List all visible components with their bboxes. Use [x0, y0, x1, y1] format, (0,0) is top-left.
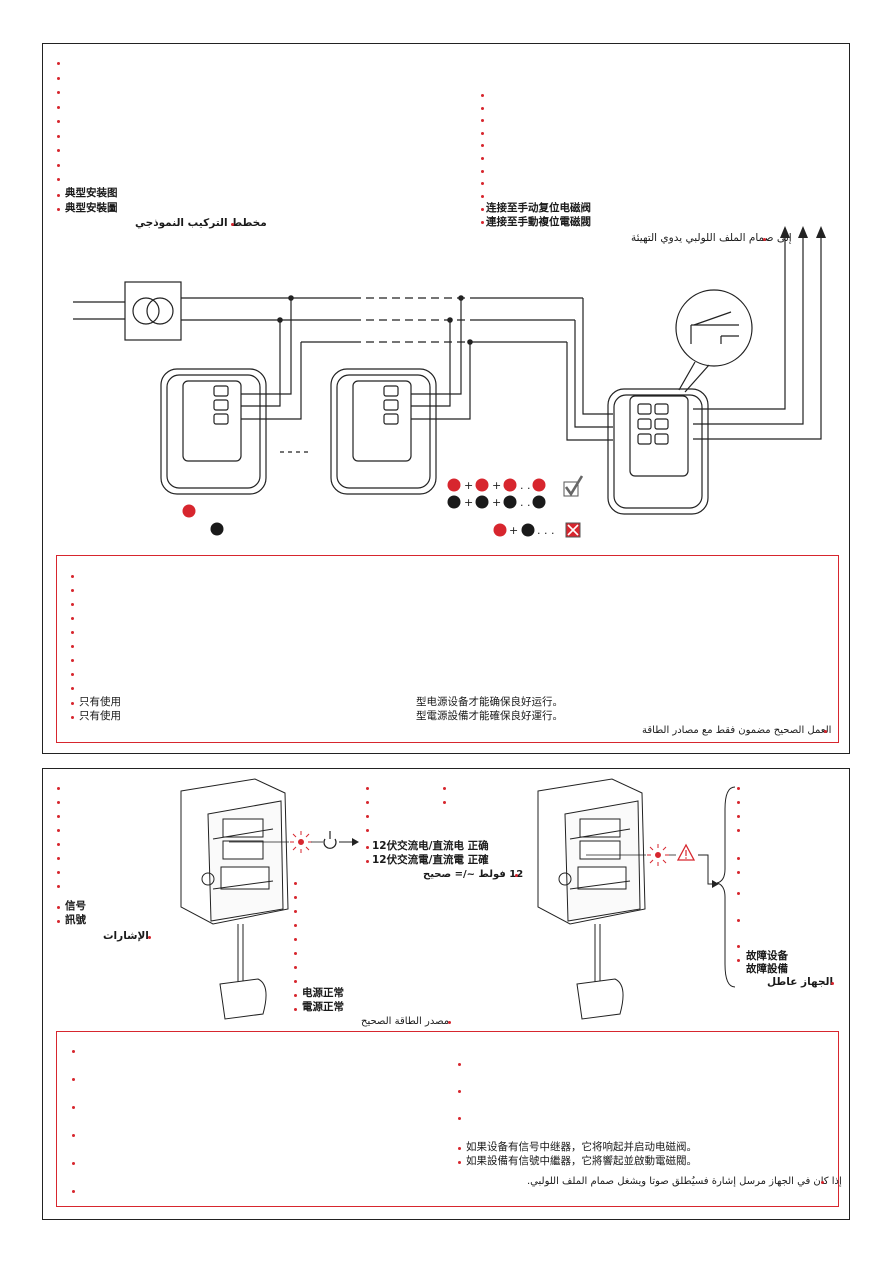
- power-ok-arabic: مصدر الطاقة الصحيح: [361, 1016, 450, 1027]
- panel-signals: 信号 訊號 الإشارات: [42, 768, 850, 1220]
- signal-zh-traditional: 訊號: [65, 914, 86, 926]
- note-box-relay: 如果设备有信号中继器，它将响起并启动电磁阀。 如果設備有信號中繼器，它將響起並啟…: [56, 1031, 842, 1207]
- warning-triangle-icon: [676, 843, 696, 861]
- checkmark-icon: [563, 475, 584, 497]
- note-arabic: العمل الصحيح مضمون فقط مع مصادر الطاقة: [642, 725, 832, 736]
- relay-zh-traditional: 如果設備有信號中繼器，它將響起並啟動電磁閥。: [466, 1155, 697, 1167]
- heading-zh-traditional: 典型安裝圖: [65, 202, 118, 214]
- note-zh-traditional-b: 型電源設備才能確保良好運行。: [416, 710, 563, 722]
- heading-zh-simplified: 典型安装图: [65, 187, 118, 199]
- bus-wires: [181, 297, 613, 441]
- signal-arabic: الإشارات: [103, 930, 149, 942]
- signal-illustration: [180, 778, 736, 1020]
- svg-text:+: +: [464, 479, 473, 492]
- power-ok-zh-traditional: 電源正常: [302, 1001, 344, 1013]
- led-blink-icon: [290, 831, 312, 853]
- note-zh-traditional-a: 只有使用: [79, 710, 121, 722]
- svg-text:. .: . .: [520, 496, 531, 509]
- note-box-power: 只有使用 型电源设备才能确保良好运行。 只有使用 型電源設備才能確保良好運行。 …: [56, 555, 839, 743]
- signal-zh-simplified: 信号: [65, 900, 86, 912]
- supply-zh-traditional: 12伏交流電/直流電 正確: [372, 854, 489, 866]
- connect-zh-traditional: 連接至手動複位電磁閥: [486, 216, 591, 228]
- compatibility-row-mixed: + . . .: [493, 523, 554, 537]
- led-black-icon: [210, 522, 224, 536]
- panel-installation-diagram: 典型安装图 典型安裝圖 مخطط التركيب النموذجي 连接至手动复…: [42, 43, 850, 754]
- connect-arabic: إلى صمام الملف اللولبي يدوي التهيئة: [631, 232, 792, 244]
- svg-text:. . .: . . .: [537, 524, 554, 537]
- power-ok-zh-simplified: 电源正常: [302, 987, 344, 999]
- heading-arabic: مخطط التركيب النموذجي: [135, 217, 267, 229]
- solenoid-outputs: [693, 236, 822, 440]
- relay-device: [607, 388, 709, 515]
- output-arrows: [780, 226, 826, 238]
- cross-icon: [565, 522, 581, 538]
- device-illustration-ok: [180, 778, 289, 1020]
- note-zh-simplified-b: 型电源设备才能确保良好运行。: [416, 696, 563, 708]
- relay-contact-callout: [675, 289, 753, 393]
- svg-text:+: +: [464, 496, 473, 509]
- detector-device-1: [160, 368, 267, 495]
- fault-arabic: الجهاز عاطل: [767, 976, 834, 988]
- relay-zh-simplified: 如果设备有信号中继器，它将响起并启动电磁阀。: [466, 1141, 697, 1153]
- fault-zh-traditional: 故障設備: [746, 963, 788, 975]
- svg-text:. .: . .: [520, 479, 531, 492]
- power-icon: [323, 831, 337, 849]
- brace: [716, 786, 736, 988]
- supply-arabic: 12 فولط ~/= صحيح: [423, 869, 523, 880]
- svg-text:+: +: [509, 524, 518, 537]
- svg-text:+: +: [492, 496, 501, 509]
- transformer-icon: [124, 281, 182, 341]
- detector-device-2: [330, 368, 437, 495]
- fault-zh-simplified: 故障设备: [746, 950, 788, 962]
- note-zh-simplified-a: 只有使用: [79, 696, 121, 708]
- compatibility-row-black: + + . .: [447, 495, 546, 509]
- wiring-diagram: + + . . + + . . + . . .: [73, 226, 826, 538]
- led-red-icon: [182, 504, 196, 518]
- svg-text:+: +: [492, 479, 501, 492]
- compatibility-row-red: + + . .: [447, 478, 546, 492]
- connect-zh-simplified: 连接至手动复位电磁阀: [486, 202, 591, 214]
- supply-zh-simplified: 12伏交流电/直流电 正确: [372, 840, 489, 852]
- device-illustration-fault: [537, 778, 646, 1020]
- relay-arabic: إذا كان في الجهاز مرسل إشارة فسيُطلق صوت…: [527, 1176, 842, 1187]
